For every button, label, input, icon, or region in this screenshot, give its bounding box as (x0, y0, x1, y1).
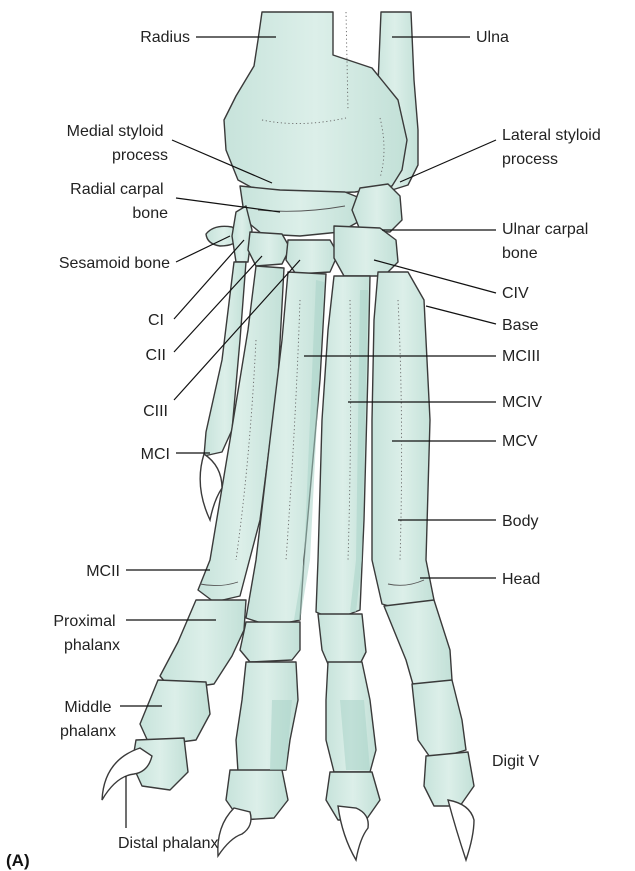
claw-iii (218, 808, 251, 856)
carpal-cii-bone (248, 232, 290, 266)
label-proximal-phalanx: Proximal phalanx (53, 613, 120, 654)
label-ciii: CIII (143, 403, 168, 420)
label-digit-v: Digit V (492, 753, 539, 770)
label-mci: MCI (141, 446, 170, 463)
ulnar-carpal-bone (352, 184, 402, 232)
label-lateral-styloid: Lateral styloid process (502, 127, 605, 168)
proximal-phalanx-ii (160, 600, 246, 690)
label-sesamoid: Sesamoid bone (59, 255, 170, 272)
label-body: Body (502, 513, 538, 530)
carpal-ciii-bone (286, 240, 338, 274)
bone-illustration (132, 12, 474, 820)
label-mcii: MCII (86, 563, 120, 580)
claw-iv (338, 806, 368, 860)
label-head: Head (502, 571, 540, 588)
label-mcv: MCV (502, 433, 538, 450)
carpal-civ-bone (334, 226, 398, 276)
label-radial-carpal: Radial carpal bone (70, 181, 168, 222)
metacarpal-v-bone (372, 272, 434, 612)
label-mciv: MCIV (502, 394, 542, 411)
label-ulnar-carpal: Ulnar carpal bone (502, 221, 593, 262)
middle-phalanx-ii (140, 680, 210, 746)
claw-v (448, 800, 474, 860)
panel-label: (A) (6, 851, 30, 870)
label-ci: CI (148, 312, 164, 329)
proximal-phalanx-v (384, 600, 452, 688)
label-ulna: Ulna (476, 29, 509, 46)
label-middle-phalanx: Middle phalanx (60, 699, 116, 740)
label-base: Base (502, 317, 539, 334)
label-radius: Radius (140, 29, 190, 46)
label-distal-phalanx: Distal phalanx (118, 835, 219, 852)
label-mciii: MCIII (502, 348, 540, 365)
proximal-phalanx-iv (318, 614, 366, 664)
label-cii: CII (146, 347, 166, 364)
middle-phalanx-v (412, 680, 466, 760)
label-medial-styloid: Medial styloid process (67, 123, 168, 164)
distal-phalanx-base-v (424, 752, 474, 806)
proximal-phalanx-iii (240, 622, 300, 662)
label-civ: CIV (502, 285, 529, 302)
